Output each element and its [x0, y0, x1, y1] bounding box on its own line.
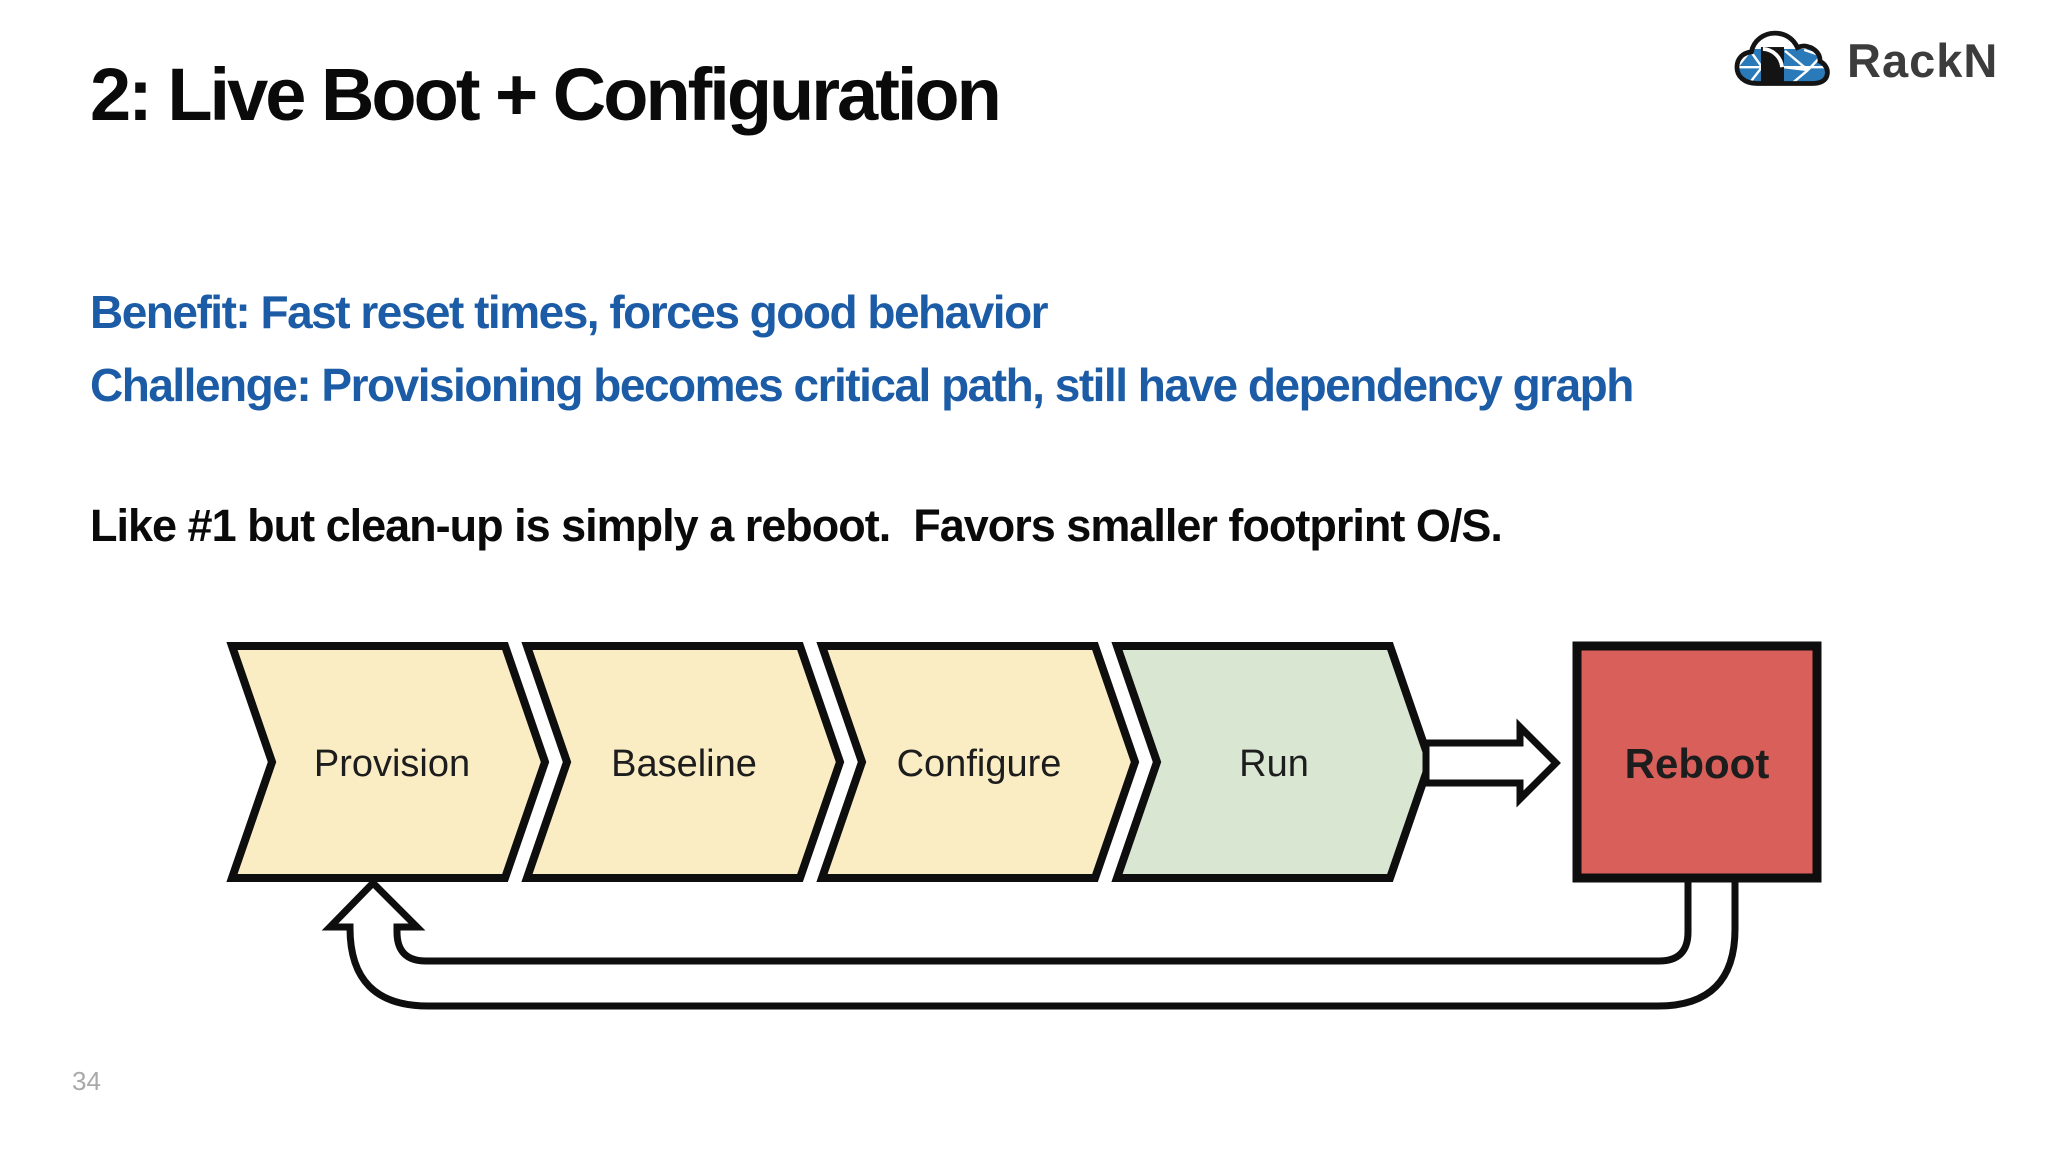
reboot-box	[1572, 641, 1822, 883]
page-title: 2: Live Boot + Configuration	[90, 53, 1002, 136]
benefit-line: Benefit: Fast reset times, forces good b…	[90, 286, 1049, 338]
highlights: Benefit: Fast reset times, forces good b…	[90, 276, 1634, 422]
flow-step-label-baseline: Baseline	[611, 743, 757, 785]
flow-step-run	[1111, 642, 1435, 882]
rackn-cloud-icon	[1734, 30, 1830, 86]
note-line: Like #1 but clean-up is simply a reboot.…	[90, 500, 1503, 551]
run-to-reboot-arrow	[1422, 718, 1561, 808]
flow-step-label-configure: Configure	[897, 743, 1062, 785]
page-number: 34	[72, 1066, 101, 1096]
loop-arrow	[321, 872, 1739, 1010]
flow-step-baseline	[521, 642, 845, 882]
rackn-logo: RackN	[1731, 24, 1998, 96]
rackn-logo-text: RackN	[1847, 33, 1999, 87]
challenge-line: Challenge: Provisioning becomes critical…	[90, 359, 1634, 411]
flow-step-label-run: Run	[1239, 743, 1309, 785]
reboot-label: Reboot	[1625, 740, 1770, 787]
flow-step-configure	[816, 642, 1140, 882]
flow-step-provision	[226, 642, 550, 882]
flow-step-label-provision: Provision	[314, 743, 470, 785]
